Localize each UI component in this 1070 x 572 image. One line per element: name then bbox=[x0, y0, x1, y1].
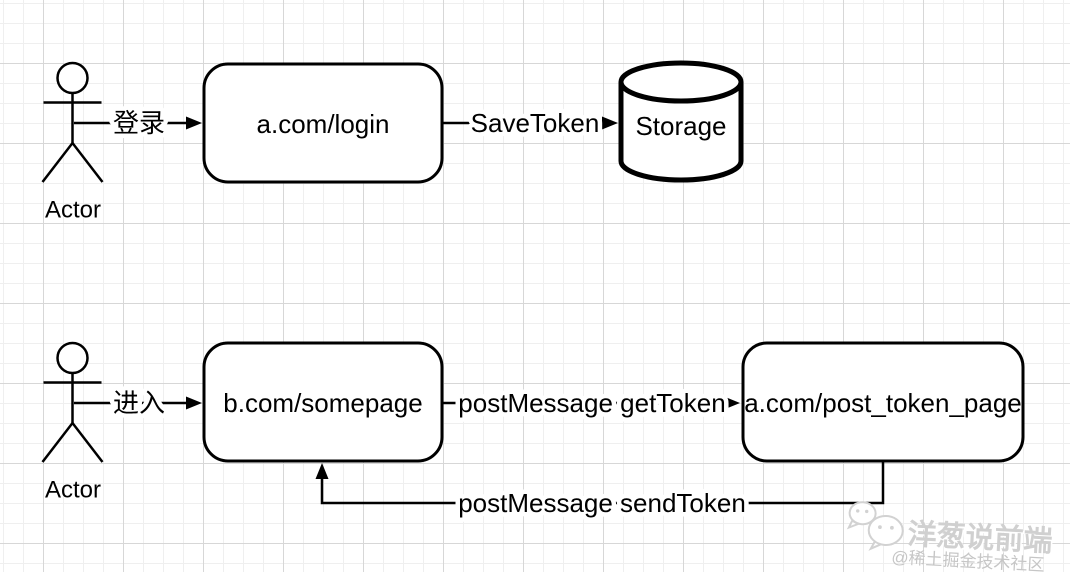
cylinder-body bbox=[618, 82, 744, 183]
edge-login-label: 登录 bbox=[113, 108, 165, 138]
arrowhead-right-icon bbox=[602, 116, 618, 130]
bubble-eye bbox=[865, 509, 869, 514]
actor-head bbox=[56, 341, 89, 375]
chat-bubbles-icon bbox=[846, 501, 904, 551]
watermark: 洋葱说前端 洋葱说前端 @稀土掘金技术社区 bbox=[846, 501, 1055, 572]
edge-send-token: postMessage sendToken bbox=[315, 461, 885, 523]
cylinder-top bbox=[618, 60, 744, 104]
edge-enter-label: 进入 bbox=[113, 388, 165, 418]
actor-head bbox=[56, 61, 89, 95]
node-a-com-post-token-page: a.com/post_token_page bbox=[741, 341, 1025, 463]
actor-legs bbox=[41, 420, 104, 463]
small-bubble bbox=[848, 501, 877, 526]
node-a-com-post-token-page-label: a.com/post_token_page bbox=[744, 388, 1022, 418]
arrowhead-right-icon bbox=[186, 396, 202, 410]
edge-save-token: SaveToken bbox=[442, 104, 618, 143]
edge-send-token-label: postMessage sendToken bbox=[458, 488, 746, 518]
actor-legs bbox=[41, 140, 104, 183]
edge-send-token-line bbox=[320, 461, 885, 505]
arrowhead-right-icon bbox=[186, 116, 202, 130]
bubble-eye bbox=[856, 509, 860, 513]
edge-get-token-label: postMessage getToken bbox=[458, 388, 725, 418]
edge-save-token-label: SaveToken bbox=[471, 108, 600, 138]
bubble-eye bbox=[890, 525, 894, 530]
top-actor: Actor bbox=[41, 61, 104, 224]
big-bubble bbox=[867, 514, 904, 546]
node-storage-label: Storage bbox=[635, 111, 726, 141]
node-a-com-login: a.com/login bbox=[202, 62, 444, 184]
top-actor-label: Actor bbox=[45, 197, 101, 224]
bottom-actor-label: Actor bbox=[45, 477, 101, 504]
node-b-com-somepage-label: b.com/somepage bbox=[223, 388, 422, 418]
node-storage: Storage bbox=[618, 60, 744, 183]
arrowhead-up-icon bbox=[315, 463, 329, 479]
node-b-com-somepage: b.com/somepage bbox=[202, 341, 444, 463]
node-a-com-login-label: a.com/login bbox=[257, 109, 390, 139]
edge-login: 登录 bbox=[74, 104, 202, 143]
bubble-eye bbox=[878, 525, 882, 530]
edge-get-token: postMessage getToken bbox=[442, 384, 740, 423]
bottom-actor: Actor bbox=[41, 341, 104, 504]
edge-enter: 进入 bbox=[74, 384, 202, 423]
arrowhead-right-icon bbox=[724, 396, 740, 410]
